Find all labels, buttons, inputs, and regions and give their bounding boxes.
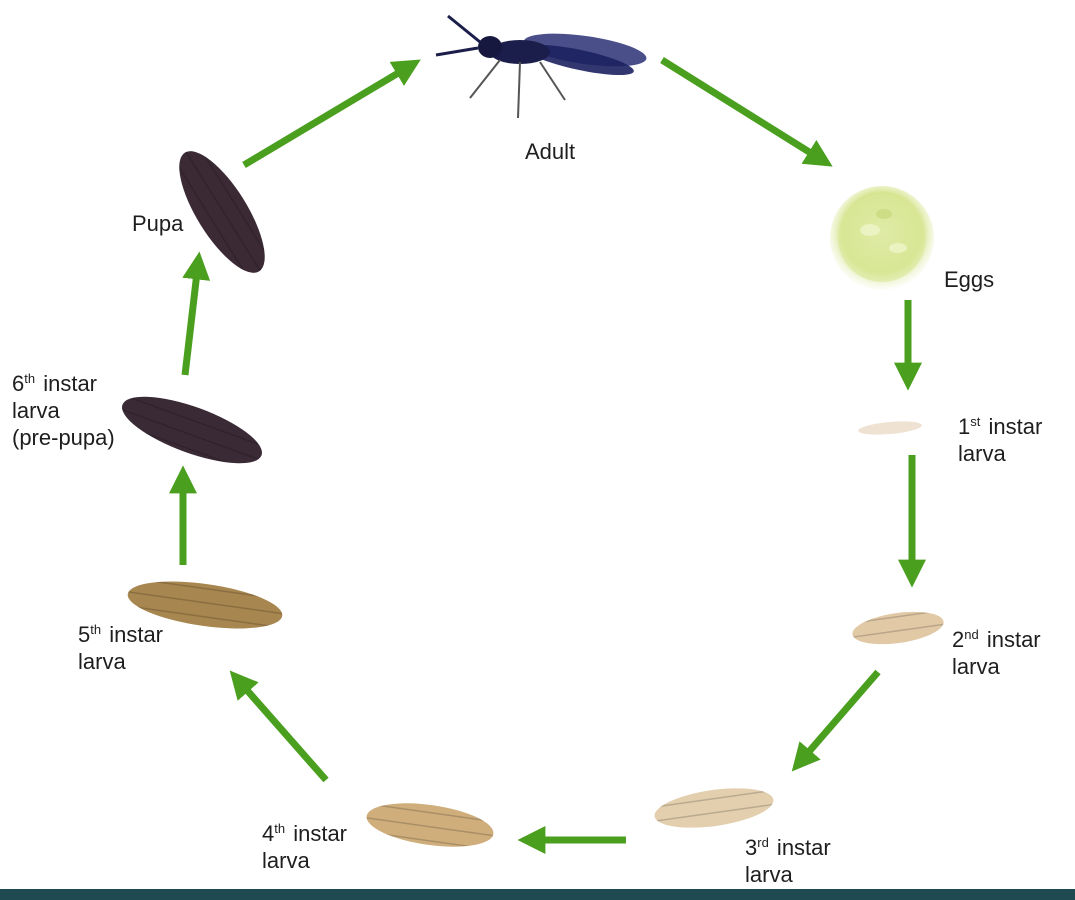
- pupa-image: [179, 151, 265, 273]
- arrow-instar6-to-pupa: [181, 251, 211, 376]
- arrow-adult-to-eggs: [660, 57, 833, 167]
- label-instar4: 4th instar larva: [262, 821, 348, 873]
- label-instar2: 2nd instar larva: [952, 627, 1041, 679]
- instar6-prepupa-image: [122, 396, 262, 464]
- label-instar5: 5th instar larva: [78, 622, 164, 674]
- instar1-larva-image: [858, 421, 922, 435]
- label-instar3: 3rd instar larva: [745, 835, 831, 887]
- label-instar6-line1: 6th instar: [12, 371, 98, 396]
- instar4-larva-image: [366, 803, 494, 847]
- eggs-image: [830, 186, 934, 290]
- label-instar5-line1: 5th instar: [78, 622, 164, 647]
- arrow-pupa-to-adult: [242, 59, 421, 169]
- label-instar4-line1: 4th instar: [262, 821, 348, 846]
- label-instar1: 1st instar larva: [958, 414, 1043, 466]
- label-eggs: Eggs: [944, 267, 995, 292]
- label-instar3-line1: 3rd instar: [745, 835, 831, 860]
- label-instar2-line1: 2nd instar: [952, 627, 1041, 652]
- arrow-instar2-to-instar3: [791, 669, 881, 772]
- label-adult: Adult: [525, 139, 576, 164]
- adult-fly-image: [435, 14, 647, 119]
- instar2-larva-image: [852, 611, 944, 645]
- label-instar6: 6th instar larva (pre-pupa): [12, 371, 115, 450]
- footer-bar: [0, 889, 1075, 900]
- label-pupa: Pupa: [132, 211, 184, 236]
- arrow-instar4-to-instar5: [229, 670, 329, 783]
- label-instar1-line1: 1st instar: [958, 414, 1043, 439]
- instar3-larva-image: [654, 788, 774, 828]
- instar5-larva-image: [127, 581, 283, 629]
